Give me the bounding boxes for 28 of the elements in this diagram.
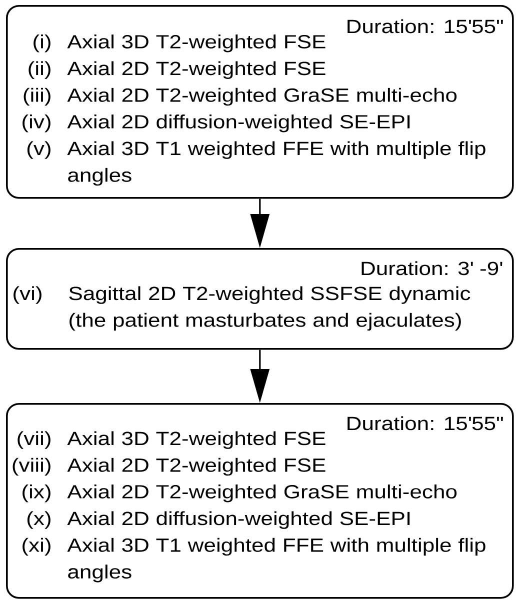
- list-item: Axial 2D diffusion-weighted SE-EPI: [67, 511, 410, 529]
- list-number: (i): [34, 34, 50, 52]
- duration-label: Duration: 15'55": [348, 19, 503, 34]
- list-number: (iii): [24, 88, 50, 106]
- list-item: Axial 2D T2-weighted GraSE multi-echo: [67, 88, 457, 106]
- list-number: (v): [27, 141, 50, 159]
- list-number: (ix): [22, 484, 50, 502]
- process-box: [6, 403, 514, 599]
- list-item: Axial 2D T2-weighted FSE: [67, 458, 326, 476]
- process-box: [6, 248, 514, 350]
- list-number: (x): [27, 511, 50, 529]
- list-number: (viii): [12, 458, 50, 476]
- duration-label: Duration: 15'55": [348, 416, 503, 430]
- list-item: Sagittal 2D T2-weighted SSFSE dynamic (the patient masturbates and ejaculates): [69, 286, 470, 331]
- list-number: (vii): [18, 431, 50, 449]
- list-number: (xi): [22, 538, 50, 556]
- list-item: Axial 2D T2-weighted FSE: [67, 61, 326, 79]
- list-number: (vi): [14, 286, 42, 304]
- list-number: (iv): [22, 114, 50, 132]
- list-item: Axial 3D T2-weighted FSE: [67, 34, 326, 52]
- list-item: Axial 3D T2-weighted FSE: [67, 431, 326, 449]
- list-item: Axial 3D T1 weighted FFE with multiple flip angles: [67, 538, 486, 582]
- list-item: Axial 2D diffusion-weighted SE-EPI: [67, 114, 410, 132]
- duration-label: Duration: 3' -9': [362, 261, 502, 276]
- list-item: Axial 2D T2-weighted GraSE multi-echo: [67, 484, 457, 502]
- process-box: [6, 5, 514, 199]
- list-number: (ii): [28, 61, 50, 79]
- list-item: Axial 3D T1 weighted FFE with multiple flip angles: [67, 141, 486, 186]
